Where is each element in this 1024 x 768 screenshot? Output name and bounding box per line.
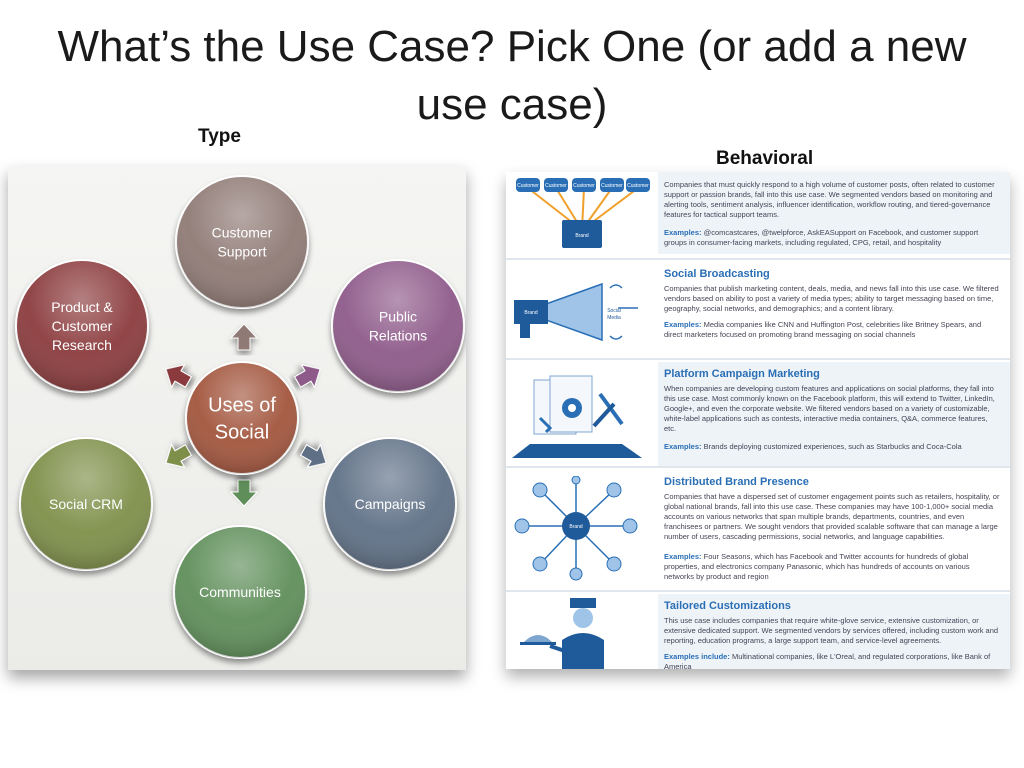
examples-label: Examples:: [664, 442, 702, 451]
node-label: Social CRM: [49, 496, 123, 512]
row-band: [658, 362, 1010, 466]
row-band: [658, 470, 1010, 588]
divider: [506, 590, 1010, 592]
divider: [506, 466, 1010, 468]
row-band: [658, 262, 1010, 356]
slide-title: What’s the Use Case? Pick One (or add a …: [57, 22, 967, 129]
examples-label: Examples include:: [664, 652, 730, 661]
node-label: Campaigns: [355, 496, 426, 512]
icon-label: Brand: [569, 524, 583, 530]
use-case-node: [175, 175, 309, 309]
icon-label: Customer: [573, 183, 595, 189]
node-label: Customer: [52, 318, 113, 334]
row-examples: Examples include: Multinational companie…: [664, 652, 1000, 669]
behavioral-infographic: Customer Customer Customer Customer Cust…: [506, 172, 1010, 669]
node-label: Communities: [199, 584, 281, 600]
use-case-node-gloss: [174, 526, 306, 658]
use-case-node: [331, 259, 465, 393]
row-description: Companies that have a dispersed set of c…: [664, 492, 1000, 541]
row-platform-campaign: Platform Campaign Marketing When compani…: [506, 362, 1010, 466]
row-examples: Examples: @comcastcares, @twelpforce, As…: [664, 228, 1000, 248]
node-label: Customer: [212, 224, 273, 240]
icon-label: Brand: [524, 310, 538, 316]
examples-label: Examples:: [664, 552, 702, 561]
node-label: Research: [52, 337, 112, 353]
row-description: This use case includes companies that re…: [664, 616, 999, 645]
flow-arrow: [229, 479, 259, 507]
center-label: Social: [215, 422, 269, 444]
use-case-node-gloss: [16, 260, 148, 392]
node-label: Public: [379, 308, 417, 324]
flow-arrow: [299, 443, 327, 469]
examples-text: Brands deploying customized experiences,…: [703, 442, 962, 451]
examples-label: Examples:: [664, 228, 702, 237]
arrow-shape: [165, 363, 193, 389]
hub-network-icon: Brand: [514, 476, 638, 581]
row-tailored-customizations: Tailored Customizations This use case in…: [506, 594, 1010, 669]
row-examples: Examples: Brands deploying customized ex…: [664, 442, 1000, 452]
row-distributed-brand: Brand Distributed Brand Presence Compani…: [506, 470, 1010, 588]
flow-arrow: [165, 363, 193, 389]
examples-text: Media companies like CNN and Huffington …: [664, 320, 982, 339]
use-case-node-gloss: [332, 260, 464, 392]
radial-diagram-svg: CustomerSupportPublicRelationsCampaignsC…: [15, 175, 465, 659]
row-description: Companies that must quickly respond to a…: [664, 180, 995, 219]
examples-text: Four Seasons, which has Facebook and Twi…: [664, 552, 970, 581]
examples-text: Multinational companies, like L'Oreal, a…: [664, 652, 991, 669]
icon-label: Brand: [575, 233, 589, 239]
waiter-icon: [520, 598, 604, 669]
icon-label: Customer: [601, 183, 623, 189]
icon-label: Social: [607, 308, 621, 314]
node-label: Relations: [369, 327, 427, 343]
row-band: [658, 594, 1010, 669]
flow-arrow: [293, 363, 321, 389]
row-title: Tailored Customizations: [664, 600, 791, 612]
flow-arrow: [229, 323, 259, 351]
use-case-node: [323, 437, 457, 571]
row-customer-response: Customer Customer Customer Customer Cust…: [506, 172, 1010, 254]
use-case-node: [19, 437, 153, 571]
row-social-broadcasting: Brand Social Media Social Broadcasting C…: [506, 262, 1010, 356]
node-label: Support: [217, 243, 266, 259]
center-node: [185, 361, 299, 475]
customer-network-icon: Customer Customer Customer Customer Cust…: [516, 178, 650, 248]
row-title: Distributed Brand Presence: [664, 476, 809, 488]
row-examples: Examples: Media companies like CNN and H…: [664, 320, 1000, 340]
center-label: Uses of: [208, 395, 276, 417]
use-case-node-gloss: [20, 438, 152, 570]
arrow-shape: [229, 479, 259, 507]
behavioral-label: Behavioral: [716, 148, 814, 169]
toolkit-icon: [512, 375, 642, 458]
row-title: Platform Campaign Marketing: [664, 368, 820, 380]
icon-label: Media: [607, 315, 621, 321]
examples-text: @comcastcares, @twelpforce, AskEASupport…: [664, 228, 979, 247]
icon-label: Customer: [627, 183, 649, 189]
use-case-node-gloss: [324, 438, 456, 570]
node-label: Product &: [51, 299, 113, 315]
megaphone-icon: Brand Social Media: [514, 282, 638, 342]
icon-label: Customer: [517, 183, 539, 189]
type-label: Type: [198, 126, 241, 147]
use-case-node: [173, 525, 307, 659]
arrow-shape: [165, 443, 193, 469]
row-examples: Examples: Four Seasons, which has Facebo…: [664, 552, 1000, 582]
flow-arrow: [165, 443, 193, 469]
divider: [506, 258, 1010, 260]
row-band: [658, 172, 1010, 254]
arrow-shape: [299, 443, 327, 469]
arrow-shape: [293, 363, 321, 389]
row-description: Companies that publish marketing content…: [664, 284, 999, 313]
use-case-node-gloss: [176, 176, 308, 308]
row-title: Social Broadcasting: [664, 268, 770, 280]
row-description: When companies are developing custom fea…: [664, 384, 995, 433]
arrow-shape: [229, 323, 259, 351]
use-case-node: [15, 259, 149, 393]
icon-label: Customer: [545, 183, 567, 189]
divider: [506, 358, 1010, 360]
examples-label: Examples:: [664, 320, 702, 329]
center-node-gloss: [186, 362, 298, 474]
